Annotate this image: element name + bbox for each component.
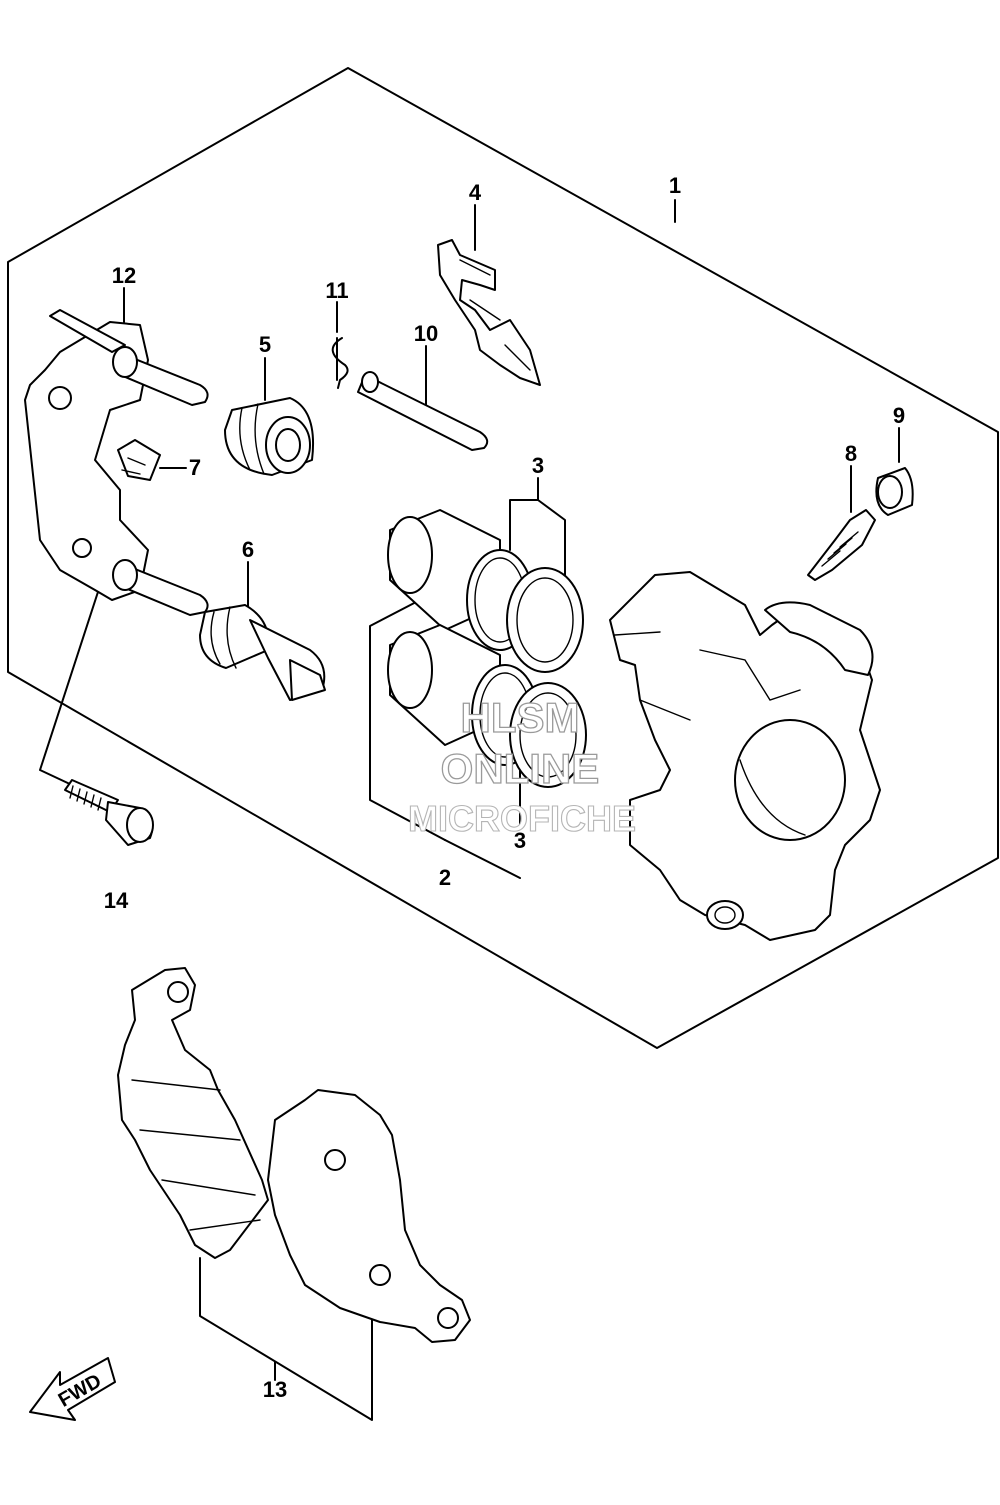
watermark: HLSM ONLINE MICROFICHE xyxy=(407,693,636,839)
caliper-bracket xyxy=(24,309,209,616)
mounting-bolt xyxy=(64,779,154,846)
callout-7: 7 xyxy=(189,455,201,480)
pad-pin xyxy=(357,371,489,451)
callout-12: 12 xyxy=(112,263,136,288)
assembly-outline xyxy=(7,67,999,1049)
callout-13: 13 xyxy=(263,1377,287,1402)
bracket-clip xyxy=(117,439,161,481)
caliper-body xyxy=(609,571,881,941)
callout-6: 6 xyxy=(242,537,254,562)
watermark-line-1: HLSM xyxy=(461,694,580,741)
forward-direction-arrow: FWD xyxy=(29,1357,116,1421)
boot xyxy=(224,397,314,476)
callout-4: 4 xyxy=(469,180,482,205)
callout-11: 11 xyxy=(325,278,348,303)
piston-seals xyxy=(466,549,587,788)
callout-labels: 1 2 3 3 4 5 6 7 8 9 10 11 12 13 14 xyxy=(104,173,905,1402)
callout-14: 14 xyxy=(104,888,129,913)
callout-2: 2 xyxy=(439,865,451,890)
bleeder-screw xyxy=(807,509,876,581)
watermark-line-2: ONLINE xyxy=(441,745,600,792)
retaining-clip xyxy=(331,337,349,389)
callout-3-lower: 3 xyxy=(514,828,526,853)
callout-5: 5 xyxy=(259,332,271,357)
callout-1: 1 xyxy=(669,173,681,198)
bleeder-cap xyxy=(875,467,914,516)
leader-lines xyxy=(39,199,900,1421)
watermark-line-3: MICROFICHE xyxy=(408,798,636,839)
slide-pin xyxy=(199,604,326,701)
callout-9: 9 xyxy=(893,403,905,428)
callout-3-upper: 3 xyxy=(532,453,544,478)
callout-8: 8 xyxy=(845,441,857,466)
brake-pad-rear xyxy=(267,1089,471,1343)
pad-spring xyxy=(437,239,541,386)
callout-10: 10 xyxy=(414,321,438,346)
brake-pad-front xyxy=(117,967,269,1259)
